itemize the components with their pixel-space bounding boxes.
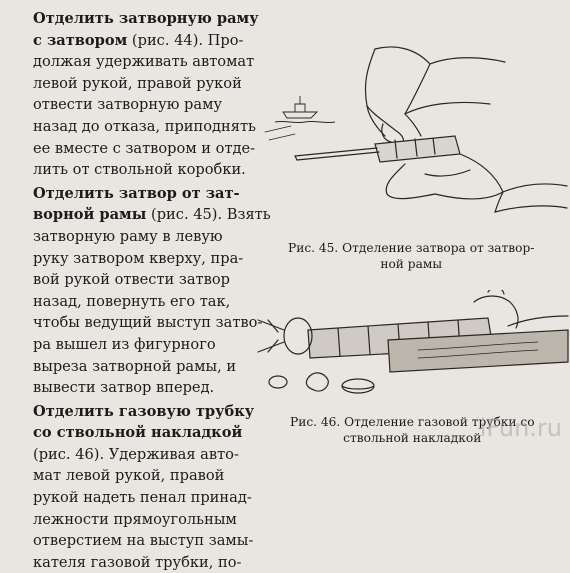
text-line: кателя газовой трубки, по- (33, 552, 275, 573)
text-line: лить от ствольной коробки. (33, 159, 275, 181)
text-line: ворной рамы (рис. 45). Взять (33, 204, 275, 226)
text-line: с затвором (рис. 44). Про- (33, 30, 275, 52)
text-line: выреза затворной рамы, и (33, 356, 275, 378)
body-text-run: мат левой рукой, правой (33, 467, 225, 485)
text-line: лежности прямоугольным (33, 509, 275, 531)
text-line: чтобы ведущий выступ затво- (33, 312, 275, 334)
figure-45-caption-line-2: ной рамы (380, 257, 443, 271)
text-line: со ствольной накладкой (33, 422, 275, 444)
figure-46-caption: Рис. 46. Отделение газовой трубки со ств… (290, 414, 535, 446)
text-line: отверстием на выступ замы- (33, 530, 275, 552)
body-text-run: кателя газовой трубки, по- (33, 553, 242, 571)
paragraph: Отделить затворную раму с затвором (рис. … (33, 8, 275, 181)
text-line: ее вместе с затвором и отде- (33, 138, 275, 160)
body-text-run: отверстием на выступ замы- (33, 532, 254, 550)
body-text-run: назад, повернуть его так, (33, 292, 231, 310)
text-line: левой рукой, правой рукой (33, 73, 275, 95)
text-line: Отделить затвор от зат- (33, 183, 275, 205)
text-line: (рис. 46). Удерживая авто- (33, 444, 275, 466)
body-text-run: (рис. 44). Про- (127, 31, 244, 49)
text-line: вывести затвор вперед. (33, 377, 275, 399)
body-text-run: должая удерживать автомат (33, 53, 255, 71)
paragraph: Отделить газовую трубку со ствольной накл… (33, 401, 275, 573)
body-text-run: руку затвором кверху, пра- (33, 249, 244, 267)
text-line: вой рукой отвести затвор (33, 269, 275, 291)
body-text-run: затворную раму в левую (33, 227, 223, 245)
figure-45-illustration (264, 46, 568, 213)
body-text-run: вой рукой отвести затвор (33, 271, 230, 289)
bold-heading-text: Отделить газовую трубку (33, 402, 255, 420)
body-text-run: (рис. 46). Удерживая авто- (33, 445, 239, 463)
figure-45-caption-line-1: Рис. 45. Отделение затвора от затвор- (288, 241, 535, 255)
text-line: должая удерживать автомат (33, 51, 275, 73)
text-line: назад, повернуть его так, (33, 291, 275, 313)
body-text-run: вывести затвор вперед. (33, 379, 215, 397)
figure-46-caption-line-2: ствольной накладкой (343, 431, 482, 445)
book-page: Отделить затворную раму с затвором (рис. … (33, 8, 569, 571)
text-line: ра вышел из фигурного (33, 334, 275, 356)
figure-45-caption: Рис. 45. Отделение затвора от затвор- но… (288, 240, 534, 272)
paragraph: Отделить затвор от зат-ворной рамы (рис.… (33, 183, 275, 399)
body-text-run: ее вместе с затвором и отде- (33, 139, 256, 157)
bold-heading-text: Отделить затворную раму (33, 10, 259, 27)
text-line: затворную раму в левую (33, 226, 275, 248)
text-line: Отделить затворную раму (33, 8, 275, 30)
text-line: рукой надеть пенал принад- (33, 487, 275, 509)
body-text-run: лить от ствольной коробки. (33, 161, 246, 179)
body-text-run: ра вышел из фигурного (33, 335, 216, 353)
body-text-run: (рис. 45). Взять (146, 206, 271, 224)
body-text-run: назад до отказа, приподнять (33, 117, 256, 135)
body-text-run: рукой надеть пенал принад- (33, 489, 252, 507)
bold-heading-text: с затвором (33, 31, 128, 49)
body-text-run: левой рукой, правой рукой (33, 74, 242, 92)
bold-heading-text: Отделить затвор от зат- (33, 184, 240, 202)
text-line: отвести затворную раму (33, 94, 275, 116)
body-text-run: выреза затворной рамы, и (33, 357, 237, 375)
text-line: руку затвором кверху, пра- (33, 248, 275, 270)
bold-heading-text: ворной рамы (33, 206, 147, 224)
figure-46-illustration (257, 290, 569, 394)
text-line: мат левой рукой, правой (33, 465, 275, 487)
text-line: Отделить газовую трубку (33, 401, 275, 423)
body-text-run: отвести затворную раму (33, 96, 223, 114)
body-text-run: чтобы ведущий выступ затво- (33, 314, 263, 332)
body-text-run: лежности прямоугольным (33, 510, 237, 528)
watermark: iFun.ru (479, 414, 562, 442)
text-line: назад до отказа, приподнять (33, 116, 275, 138)
bold-heading-text: со ствольной накладкой (33, 424, 243, 442)
figure-46-caption-line-1: Рис. 46. Отделение газовой трубки со (290, 415, 535, 429)
